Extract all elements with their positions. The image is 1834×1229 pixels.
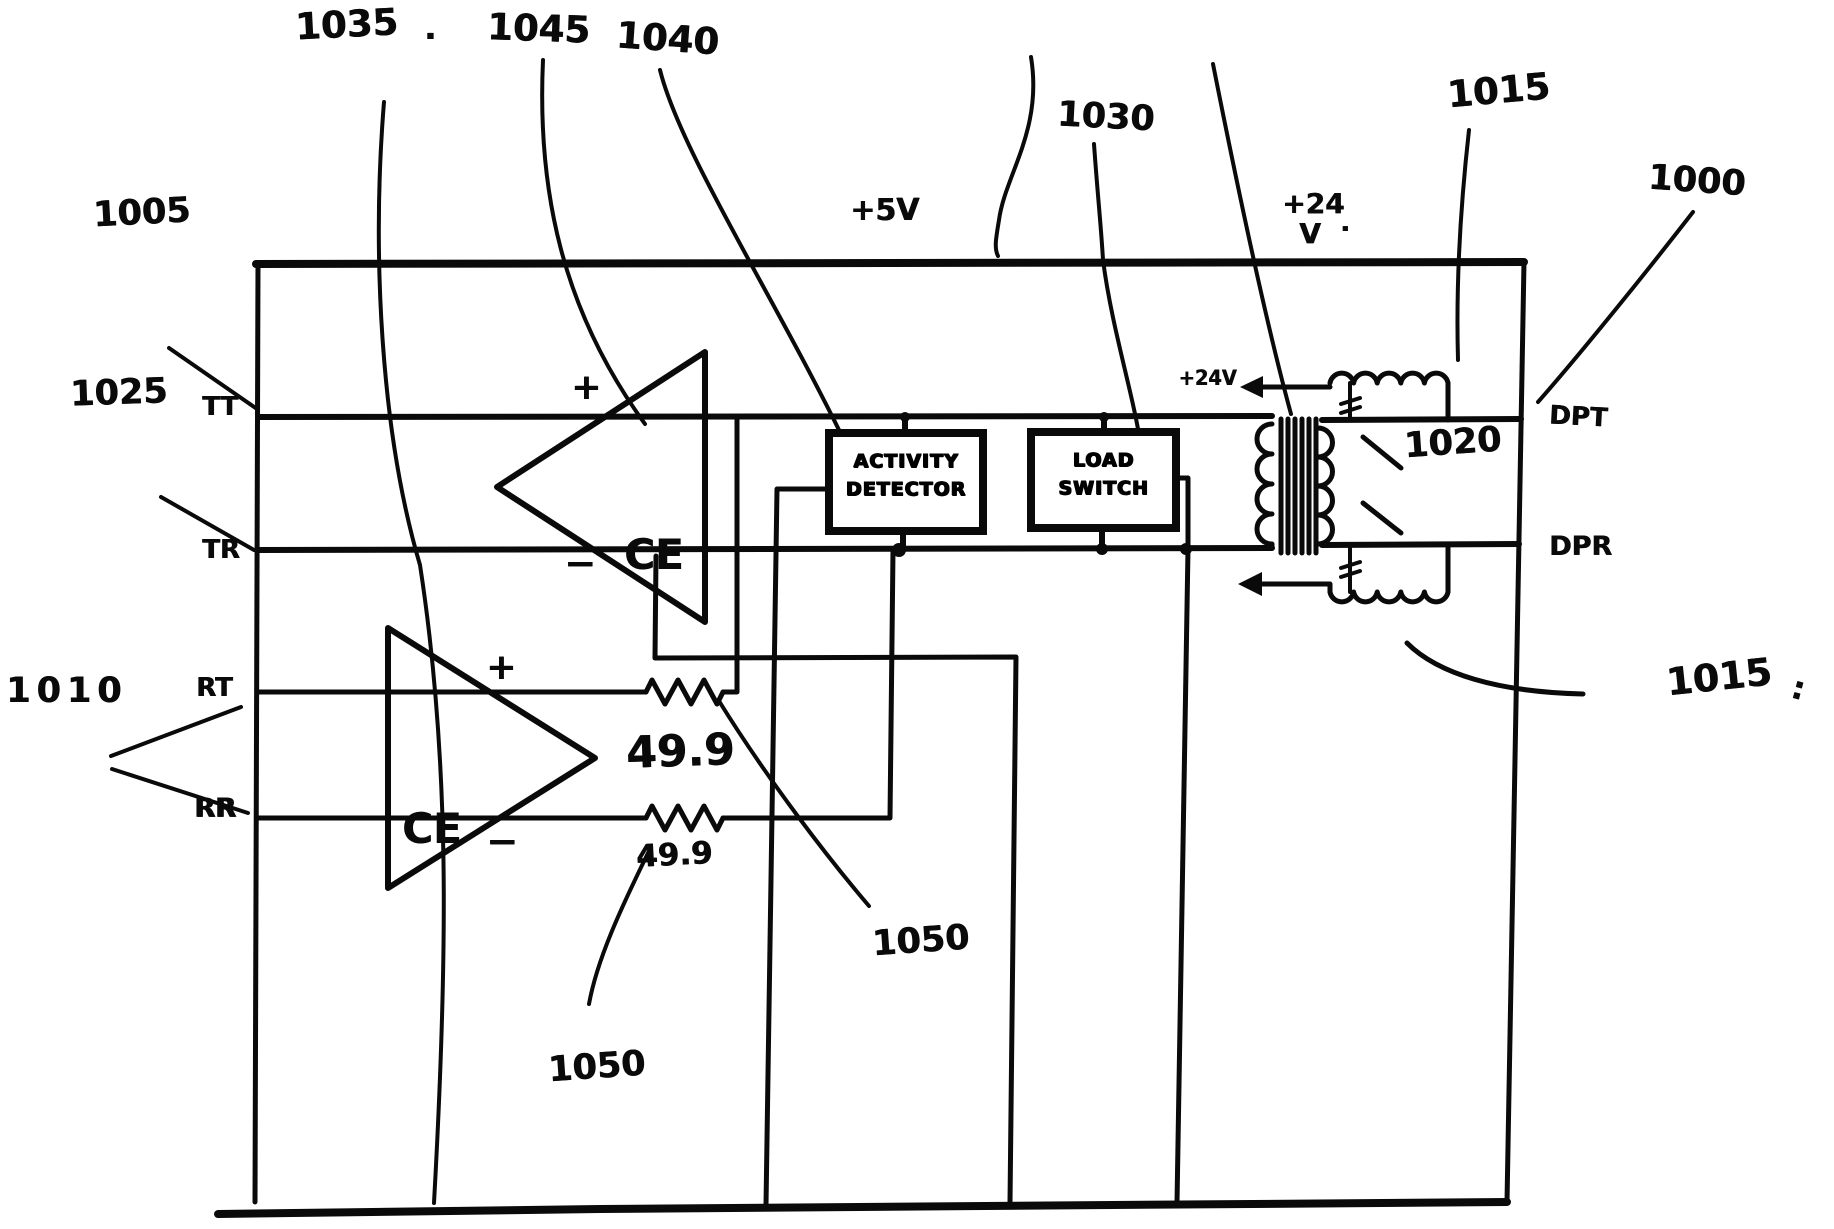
driver-minus-input: − xyxy=(486,819,518,863)
driver-plus-input: + xyxy=(486,647,517,688)
ref-1015-bottom: 1015 xyxy=(1663,649,1774,705)
ground-return-wire xyxy=(652,553,1019,1206)
port-tr-label: TR xyxy=(202,535,240,565)
ref-1025: 1025 xyxy=(69,371,169,415)
bottom-coil-arrow-wire xyxy=(1255,581,1333,595)
load-switch-box xyxy=(1027,428,1180,532)
leader-1010-rr xyxy=(110,767,250,815)
driver-amp-label: CE xyxy=(402,804,462,853)
left-border xyxy=(252,260,261,1205)
junction-dot-tr-2 xyxy=(1096,543,1108,555)
port-rr-label: RR xyxy=(194,793,236,824)
leader-1025-tt xyxy=(167,346,259,411)
right-border xyxy=(1504,259,1527,1205)
leader-1050-lower xyxy=(587,849,651,1006)
ref-1015-top: 1015 xyxy=(1445,64,1552,117)
activity-detector-line2: DETECTOR xyxy=(845,477,967,500)
transformer-primary-winding xyxy=(1254,421,1275,551)
leader-plus5 xyxy=(993,55,1036,258)
activity-detector-box xyxy=(825,429,987,535)
ref-1010: 1010 xyxy=(6,671,128,711)
ref-1020: 1020 xyxy=(1402,419,1503,467)
resistor-upper-value: 49.9 xyxy=(625,724,736,779)
leader-1050-upper xyxy=(717,699,871,908)
bottom-tap-hash-marks xyxy=(1339,560,1362,579)
top-coil xyxy=(1327,370,1451,386)
leader-transformer xyxy=(1211,62,1293,416)
receiver-amp-triangle xyxy=(494,349,708,625)
top-rail-plus5 xyxy=(252,258,1528,268)
transformer-core xyxy=(1278,416,1319,556)
plus24-label-line1: +24 xyxy=(1282,187,1345,220)
leader-1010-rt xyxy=(109,705,243,758)
bottom-border xyxy=(214,1198,1511,1218)
junction-dot-tt-1 xyxy=(900,412,910,422)
bottom-coil xyxy=(1327,589,1451,605)
leader-1045 xyxy=(540,58,647,426)
receiver-minus-input: − xyxy=(564,541,596,585)
resistor-lower-value: 49.9 xyxy=(635,835,714,875)
port-rt-label: RT xyxy=(196,673,233,703)
ref-1035: 1035 xyxy=(293,0,400,49)
resistor-lower-zigzag xyxy=(643,803,726,833)
leader-1035 xyxy=(376,100,446,1205)
tr-wire xyxy=(255,545,1275,553)
period-after-1035: . xyxy=(424,9,437,47)
ref-1050-lower: 1050 xyxy=(546,1043,647,1091)
ref-1005: 1005 xyxy=(91,190,192,236)
leader-1020-lower xyxy=(1360,500,1404,536)
load-switch-line1: LOAD xyxy=(1072,449,1135,471)
receiver-plus-input: + xyxy=(571,367,602,408)
leader-1040 xyxy=(658,68,842,434)
ref-1040: 1040 xyxy=(614,13,721,64)
port-dpr-label: DPR xyxy=(1549,531,1612,562)
rr-feedback-wire xyxy=(720,547,896,821)
junction-dot-tr-3 xyxy=(1180,543,1192,555)
bottom-coil-left-arrowhead xyxy=(1238,572,1262,596)
junction-dot-tt-2 xyxy=(1099,412,1109,422)
load-switch-label: LOAD SWITCH xyxy=(1035,447,1172,502)
top-tap-hash-marks xyxy=(1339,396,1362,415)
port-dpt-label: DPT xyxy=(1548,400,1609,434)
transformer-secondary-winding xyxy=(1315,425,1335,547)
rt-feedback-wire xyxy=(720,414,740,695)
leader-1015-top xyxy=(1455,128,1471,362)
resistor-upper-zigzag xyxy=(643,677,726,707)
load-switch-output-wire xyxy=(1172,475,1191,1206)
ref-1000: 1000 xyxy=(1646,157,1747,205)
ref-1030: 1030 xyxy=(1056,94,1156,140)
load-switch-line2: SWITCH xyxy=(1058,476,1149,499)
activity-detector-left-wire xyxy=(763,486,833,1208)
junction-dot-tr-1 xyxy=(892,543,906,557)
period-after-plus24: . xyxy=(1340,208,1350,238)
leader-1000 xyxy=(1536,210,1695,404)
tt-wire xyxy=(255,413,1275,420)
leader-1020-upper xyxy=(1360,434,1404,471)
activity-detector-label: ACTIVITY DETECTOR xyxy=(833,448,979,503)
activity-detector-line1: ACTIVITY xyxy=(853,450,959,472)
ref-1045: 1045 xyxy=(486,5,591,52)
port-tt-label: TT xyxy=(202,392,239,422)
leader-1015-bottom xyxy=(1404,640,1586,697)
ref-1050-upper: 1050 xyxy=(870,917,971,965)
leader-1030 xyxy=(1092,142,1143,450)
plus24-inline-label: +24V xyxy=(1178,366,1237,390)
dpr-wire xyxy=(1319,541,1522,548)
receiver-amp-label: CE xyxy=(624,530,684,579)
plus24-label-line2: V xyxy=(1299,217,1321,250)
dpt-wire xyxy=(1319,416,1524,423)
leader-1025-tr xyxy=(159,495,256,552)
plus24-left-arrowhead xyxy=(1240,376,1263,398)
plus5-label: +5V xyxy=(850,193,920,228)
driver-amp-triangle xyxy=(385,625,598,891)
